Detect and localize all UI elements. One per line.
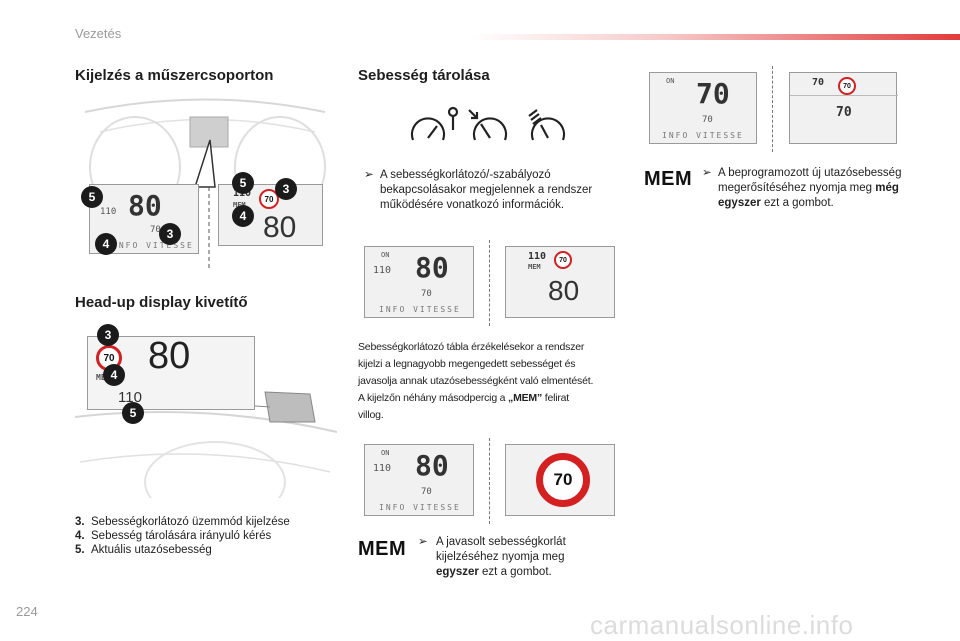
panel-e-sign: 70 [838, 77, 856, 95]
panel-b-speed: 80 [548, 275, 580, 306]
speedometer-icons [410, 106, 566, 141]
panel-b-limit: 110 [528, 251, 547, 262]
panel-d-small: 70 [702, 115, 713, 125]
bullet-1-text: A sebességkorlátozó/-szabályozó bekapcso… [380, 169, 593, 211]
speed-limit-sign-70: 70 [536, 453, 590, 507]
legend-item: 5.Aktuális utazósebesség [75, 544, 212, 556]
legend-item: 4.Sebesség tárolására irányuló kérés [75, 530, 272, 542]
paragraph-line: javasolja annak utazósebességként való e… [358, 375, 594, 387]
panel-c-speed: 80 [415, 449, 449, 482]
paragraph-line: kijelzi a legnagyobb megengedett sebessé… [358, 358, 576, 370]
cluster-illustration: 80 110 70 INFO VITESSE 5 3 4 70 110 MEM … [75, 92, 337, 270]
badge-4b: 4 [232, 205, 254, 227]
legend-item: 3.Sebességkorlátozó üzemmód kijelzése [75, 516, 290, 528]
panel-d-on: ON [666, 77, 675, 85]
cluster-small-limit: 70 [150, 225, 161, 235]
panel-a-info: INFO VITESSE [379, 305, 461, 314]
badge-3c: 3 [97, 324, 119, 346]
paragraph-line: villog. [358, 409, 384, 421]
lcd-panel-c: ON 110 80 70 INFO VITESSE [364, 444, 474, 516]
panel-e-speed: 70 [836, 105, 852, 120]
bullet-3: ➢ A beprogramozott új utazósebesség mege… [702, 166, 907, 211]
lcd-panel-sign: 70 [505, 444, 615, 516]
cluster-current-speed: 80 [128, 189, 162, 222]
cluster-zoom-speed: 80 [263, 211, 297, 244]
badge-5b: 5 [232, 172, 254, 194]
cluster-zoom-sign: 70 [259, 189, 279, 209]
panel-b-sign: 70 [554, 251, 572, 269]
panel-e-limit: 70 [812, 77, 825, 88]
lcd-panel-b: 110 MEM 70 80 [505, 246, 615, 318]
bullet-3-text: A beprogramozott új utazósebesség megerő… [718, 167, 902, 209]
panel-a-limit: 110 [373, 265, 392, 276]
windscreen-outline-drawing [75, 391, 337, 498]
panel-a-speed: 80 [415, 251, 449, 284]
hud-illustration: 70 80 MEM 110 3 4 5 [75, 322, 337, 498]
panel-c-info: INFO VITESSE [379, 503, 461, 512]
panel-d-speed: 70 [696, 77, 730, 110]
cluster-info-text: INFO VITESSE [112, 241, 194, 250]
hud-limit-value: 110 [118, 389, 142, 406]
paragraph-line: A kijelzőn néhány másodpercig a „MEM” fe… [358, 392, 570, 404]
lcd-panel-d: ON 70 70 INFO VITESSE [649, 72, 757, 144]
paragraph-line: Sebességkorlátozó tábla érzékelésekor a … [358, 341, 585, 353]
bullet-2: ➢ A javasolt sebességkorlát kijelzéséhez… [418, 535, 598, 580]
page-number: 224 [16, 604, 38, 619]
badge-5c: 5 [122, 402, 144, 424]
cluster-section-title: Kijelzés a műszercsoporton [75, 67, 274, 84]
panel-b-mem: MEM [528, 263, 541, 271]
badge-4c: 4 [103, 364, 125, 386]
panel-c-on: ON [381, 449, 390, 457]
panel-e-divider [790, 95, 898, 96]
cluster-limit-value: 110 [100, 207, 117, 217]
panel-a-on: ON [381, 251, 390, 259]
badge-5: 5 [81, 186, 103, 208]
badge-4: 4 [95, 233, 117, 255]
separator-1 [489, 240, 490, 326]
badge-3: 3 [159, 223, 181, 245]
hud-current-speed: 80 [148, 335, 191, 377]
separator-3 [772, 66, 773, 152]
panel-d-info: INFO VITESSE [662, 131, 744, 140]
bullet-marker-icon: ➢ [702, 167, 712, 179]
bullet-2-text: A javasolt sebességkorlát kijelzéséhez n… [436, 536, 566, 578]
mem-button-label[interactable]: MEM [358, 538, 407, 560]
panel-c-small: 70 [421, 487, 432, 497]
header-gradient-bar [470, 34, 960, 40]
hud-section-title: Head-up display kivetítő [75, 294, 248, 311]
bullet-1: ➢ A sebességkorlátozó/-szabályozó bekapc… [364, 168, 614, 213]
panel-a-small: 70 [421, 289, 432, 299]
separator-2 [489, 438, 490, 524]
bullet-marker-icon: ➢ [364, 169, 374, 181]
panel-c-limit: 110 [373, 463, 392, 474]
speed-store-title: Sebesség tárolása [358, 67, 490, 84]
lcd-panel-a: ON 110 80 70 INFO VITESSE [364, 246, 474, 318]
watermark-text: carmanualsonline.info [590, 610, 854, 640]
legend-list: 3.Sebességkorlátozó üzemmód kijelzése 4.… [75, 515, 335, 557]
section-header: Vezetés [75, 26, 122, 41]
mem-button-label-2[interactable]: MEM [644, 168, 693, 190]
lcd-panel-e: 70 70 70 [789, 72, 898, 144]
bullet-marker-icon: ➢ [418, 536, 428, 548]
detection-paragraph: Sebességkorlátozó tábla érzékelésekor a … [358, 339, 628, 424]
badge-3b: 3 [275, 178, 297, 200]
